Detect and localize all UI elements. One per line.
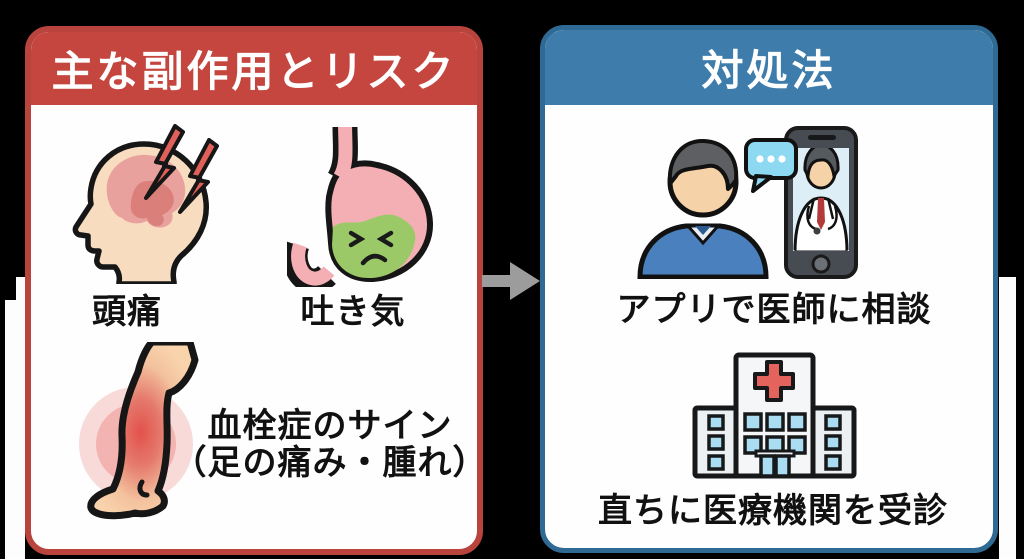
- visit-hospital-label: 直ちに医療機関を受診: [598, 492, 948, 530]
- background-remnant-right: [999, 277, 1016, 559]
- side-effects-panel: 主な副作用とリスク 頭痛: [25, 26, 483, 555]
- thrombosis-label: 血栓症のサイン （足の痛み・腫れ）: [170, 407, 483, 482]
- remedies-panel: 対処法: [540, 25, 998, 553]
- nausea-stomach-icon: [287, 127, 445, 287]
- background-remnant-left: [16, 277, 25, 559]
- remedies-header: 対処法: [545, 30, 993, 105]
- side-effects-title: 主な副作用とリスク: [51, 48, 457, 95]
- consult-doctor-label: アプリで医師に相談: [616, 291, 932, 329]
- flow-arrow-icon: [482, 257, 542, 305]
- leg-thrombosis-icon: [78, 342, 218, 528]
- background-remnant-left-lower: [5, 300, 16, 559]
- thrombosis-label-line2: （足の痛み・腫れ）: [172, 444, 483, 482]
- remedies-title: 対処法: [701, 47, 837, 94]
- doctor-on-screen: [793, 148, 849, 251]
- hospital-icon: [692, 352, 857, 480]
- headache-icon: [62, 122, 237, 284]
- telemedicine-icon: [628, 126, 858, 279]
- thrombosis-label-line1: 血栓症のサイン: [207, 407, 453, 445]
- headache-label: 頭痛: [92, 293, 162, 331]
- nausea-label: 吐き気: [300, 293, 406, 331]
- side-effects-header: 主な副作用とリスク: [31, 32, 477, 105]
